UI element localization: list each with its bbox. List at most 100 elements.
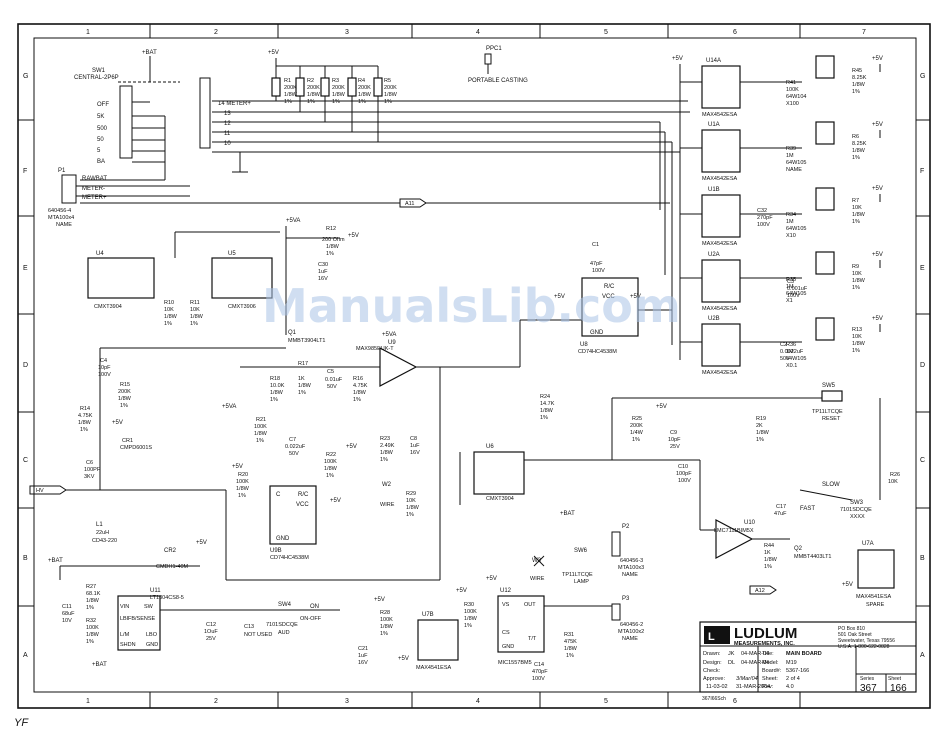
svg-text:68.1K: 68.1K [86, 591, 101, 597]
svg-text:4.75K: 4.75K [78, 413, 93, 419]
svg-text:R13: R13 [852, 327, 862, 333]
svg-text:13: 13 [224, 111, 231, 117]
svg-text:CS: CS [502, 630, 510, 636]
svg-text:470pF: 470pF [532, 669, 548, 675]
svg-text:MAX4542ESA: MAX4542ESA [702, 370, 737, 376]
svg-text:10.0K: 10.0K [270, 383, 285, 389]
svg-text:R27: R27 [86, 584, 96, 590]
svg-text:C2: C2 [780, 342, 787, 348]
svg-text:SW3: SW3 [850, 500, 864, 506]
svg-text:R45: R45 [852, 68, 862, 74]
svg-text:100pF: 100pF [676, 471, 692, 477]
svg-text:500: 500 [97, 126, 108, 132]
svg-text:1%: 1% [326, 473, 334, 479]
svg-text:100K: 100K [464, 609, 477, 615]
series-number: 367 [860, 683, 877, 694]
svg-text:PPC1: PPC1 [486, 46, 502, 52]
svg-text:B: B [23, 555, 28, 562]
svg-text:SW5: SW5 [822, 383, 836, 389]
svg-text:F: F [23, 168, 27, 175]
battery-switch: +BAT SW1 CENTRAL-2P6P OFF 5K 500 50 5 BA [74, 50, 180, 181]
svg-text:R2: R2 [307, 78, 314, 84]
svg-text:NAME: NAME [622, 572, 638, 578]
svg-text:SW: SW [144, 604, 154, 610]
svg-text:1/8W: 1/8W [86, 598, 100, 604]
svg-text:1%: 1% [358, 99, 366, 105]
svg-text:SLOW: SLOW [822, 482, 840, 488]
svg-text:R26: R26 [890, 472, 900, 478]
svg-text:U14A: U14A [706, 58, 721, 64]
company-logo [704, 626, 730, 644]
svg-text:MAX4541ESA: MAX4541ESA [416, 665, 451, 671]
svg-text:Sweetwater, Texas 79556: Sweetwater, Texas 79556 [838, 638, 895, 644]
svg-text:1%: 1% [380, 631, 388, 637]
svg-text:R11: R11 [190, 300, 200, 306]
svg-text:C5: C5 [327, 369, 334, 375]
svg-text:C3: C3 [787, 279, 794, 285]
svg-text:0.022uF: 0.022uF [285, 444, 306, 450]
svg-text:4.0: 4.0 [786, 684, 794, 690]
svg-text:X10: X10 [786, 233, 796, 239]
svg-text:C1: C1 [592, 242, 599, 248]
svg-text:NAME: NAME [56, 222, 72, 228]
col-label: 5 [604, 29, 608, 36]
svg-text:U7A: U7A [862, 541, 874, 547]
svg-text:+5V: +5V [842, 582, 853, 588]
svg-text:A11: A11 [405, 201, 414, 207]
svg-text:U9B: U9B [270, 548, 282, 554]
svg-text:U7B: U7B [422, 612, 434, 618]
svg-text:100K: 100K [254, 424, 267, 430]
svg-text:04-MAR-04: 04-MAR-04 [741, 651, 769, 657]
svg-text:1%: 1% [384, 99, 392, 105]
svg-text:+5VA: +5VA [286, 218, 300, 224]
svg-text:0.01uF: 0.01uF [325, 377, 343, 383]
svg-text:+5V: +5V [630, 294, 641, 300]
svg-text:X1: X1 [786, 298, 793, 304]
svg-text:2.49K: 2.49K [380, 443, 395, 449]
svg-text:X0.1: X0.1 [786, 363, 797, 369]
svg-text:1/8W: 1/8W [464, 616, 478, 622]
svg-text:U.S.A. 1-800-622-0828: U.S.A. 1-800-622-0828 [838, 644, 890, 650]
svg-text:VIN: VIN [120, 604, 129, 610]
range-resistors: +5V R45 8.25K 1/8W 1% +5V R6 8.25K 1/8W … [852, 56, 883, 354]
svg-text:LBO: LBO [146, 632, 158, 638]
svg-text:31-MAR-2004: 31-MAR-2004 [736, 684, 770, 690]
svg-text:22uH: 22uH [96, 530, 109, 536]
svg-text:1/8W: 1/8W [852, 212, 866, 218]
svg-text:E: E [920, 265, 925, 272]
svg-text:MMBT4403LT1: MMBT4403LT1 [794, 554, 832, 560]
svg-text:11-03-02: 11-03-02 [706, 684, 728, 690]
u8-oneshot: C1 47pF 100V R/C VCC GND +5V +5V U8 CD74… [420, 242, 672, 421]
svg-text:U2A: U2A [708, 252, 720, 258]
svg-text:R28: R28 [380, 610, 390, 616]
portable-casting: PPC1 PORTABLE CASTING [468, 46, 528, 84]
bus-lines [276, 100, 690, 345]
svg-text:W2: W2 [382, 482, 392, 488]
svg-text:Title:: Title: [762, 651, 774, 657]
svg-text:MAX4542ESA: MAX4542ESA [702, 306, 737, 312]
svg-text:SHDN: SHDN [120, 642, 136, 648]
svg-text:1/8W: 1/8W [564, 646, 578, 652]
svg-text:R/C: R/C [298, 492, 309, 498]
svg-text:10K: 10K [888, 479, 898, 485]
svg-text:R9: R9 [852, 264, 859, 270]
sheet-border [17, 23, 931, 709]
svg-text:LMC7111BIM5X: LMC7111BIM5X [714, 528, 754, 534]
svg-text:D: D [23, 362, 28, 369]
svg-text:100V: 100V [592, 268, 605, 274]
svg-text:+5VA: +5VA [222, 404, 236, 410]
svg-text:R29: R29 [406, 491, 416, 497]
svg-text:U1B: U1B [708, 187, 720, 193]
svg-text:R15: R15 [120, 382, 130, 388]
svg-text:+5V: +5V [672, 56, 683, 62]
svg-text:1%: 1% [164, 321, 172, 327]
svg-text:100K: 100K [236, 479, 249, 485]
svg-text:1%: 1% [80, 427, 88, 433]
svg-text:R/C: R/C [604, 284, 615, 290]
svg-text:1%: 1% [270, 397, 278, 403]
svg-text:5367-166: 5367-166 [786, 668, 809, 674]
svg-text:U2B: U2B [708, 316, 720, 322]
range-capacitors: C32 270pF 100V C3 0.001uF 100V C2 0.0022… [757, 208, 808, 362]
svg-text:Model:: Model: [762, 660, 779, 666]
